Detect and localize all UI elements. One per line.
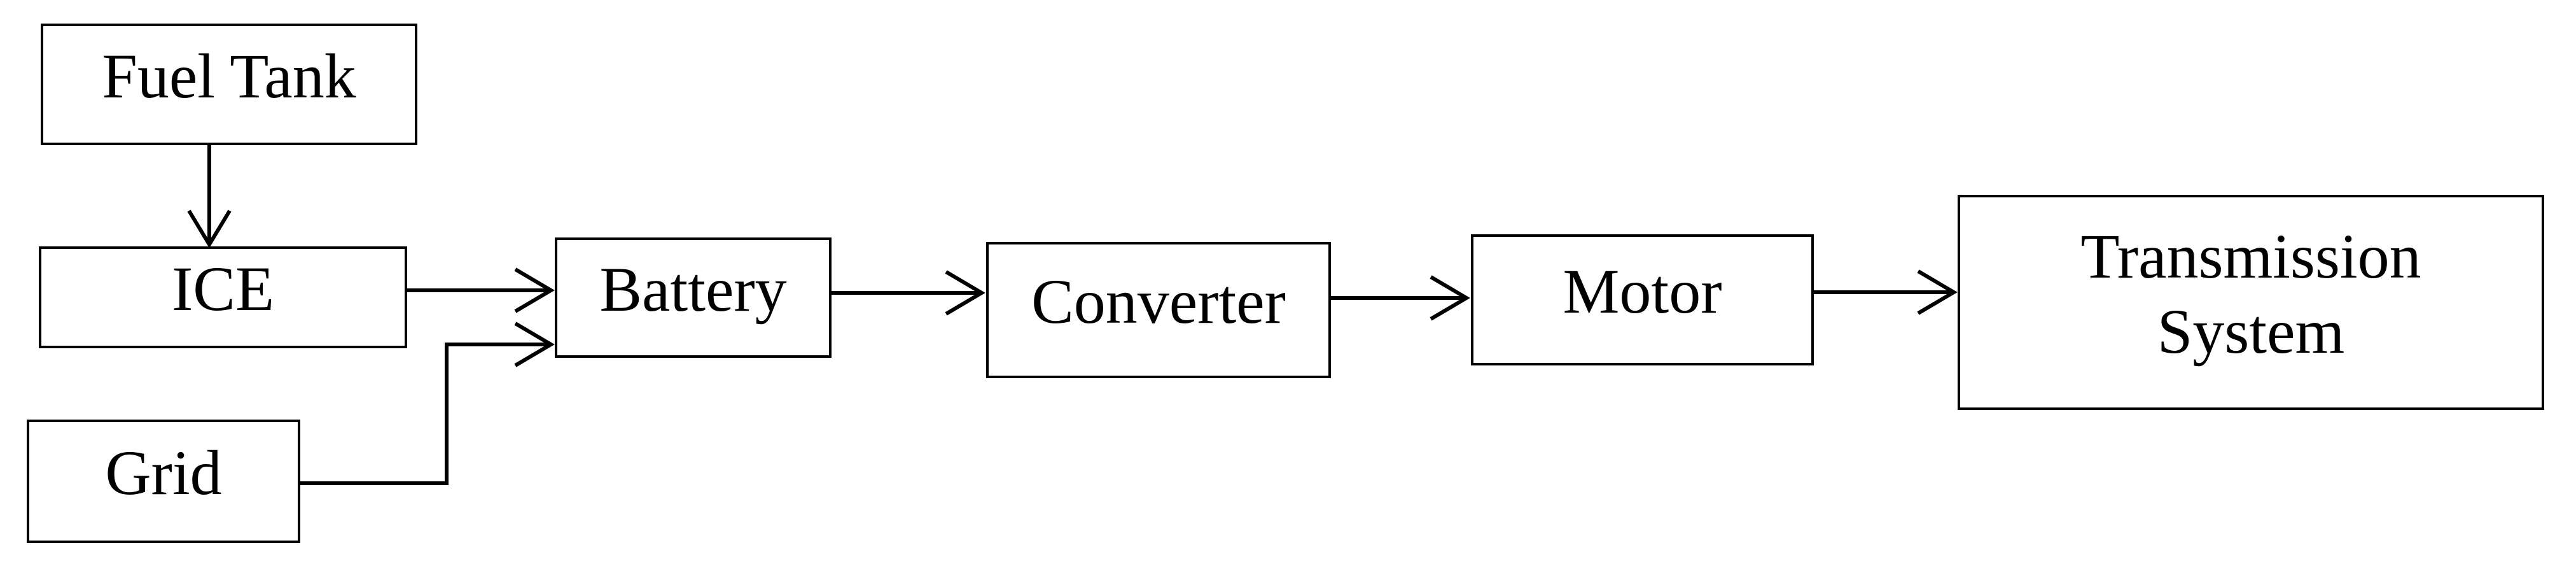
node-battery-label: Battery [599,253,787,325]
node-transmission: Transmission System [1958,195,2544,410]
node-fuel-tank-label: Fuel Tank [102,40,356,111]
node-fuel-tank: Fuel Tank [41,24,417,145]
node-grid: Grid [27,420,300,543]
arrowhead-right-icon [514,322,555,367]
arrowhead-down-icon [187,209,232,248]
node-ice: ICE [39,246,407,348]
arrow-motor-to-transmission [1814,269,1958,315]
arrow-grid-to-battery [300,322,555,485]
node-transmission-label: Transmission System [2080,221,2421,367]
arrow-fuel-tank-to-ice [187,145,232,248]
arrowhead-right-icon [514,267,555,313]
arrowhead-right-icon [945,270,985,316]
arrowhead-right-icon [1430,275,1470,321]
node-motor: Motor [1471,234,1814,365]
arrow-line [300,343,549,485]
node-battery: Battery [555,237,832,358]
arrow-converter-to-motor [1331,275,1470,321]
node-motor-label: Motor [1563,256,1722,327]
node-grid-label: Grid [105,437,222,508]
node-converter: Converter [986,242,1331,378]
node-converter-label: Converter [1031,266,1286,337]
arrow-ice-to-battery [407,267,555,313]
arrowhead-right-icon [1917,269,1958,315]
node-ice-label: ICE [171,253,275,324]
arrow-battery-to-converter [831,270,985,316]
